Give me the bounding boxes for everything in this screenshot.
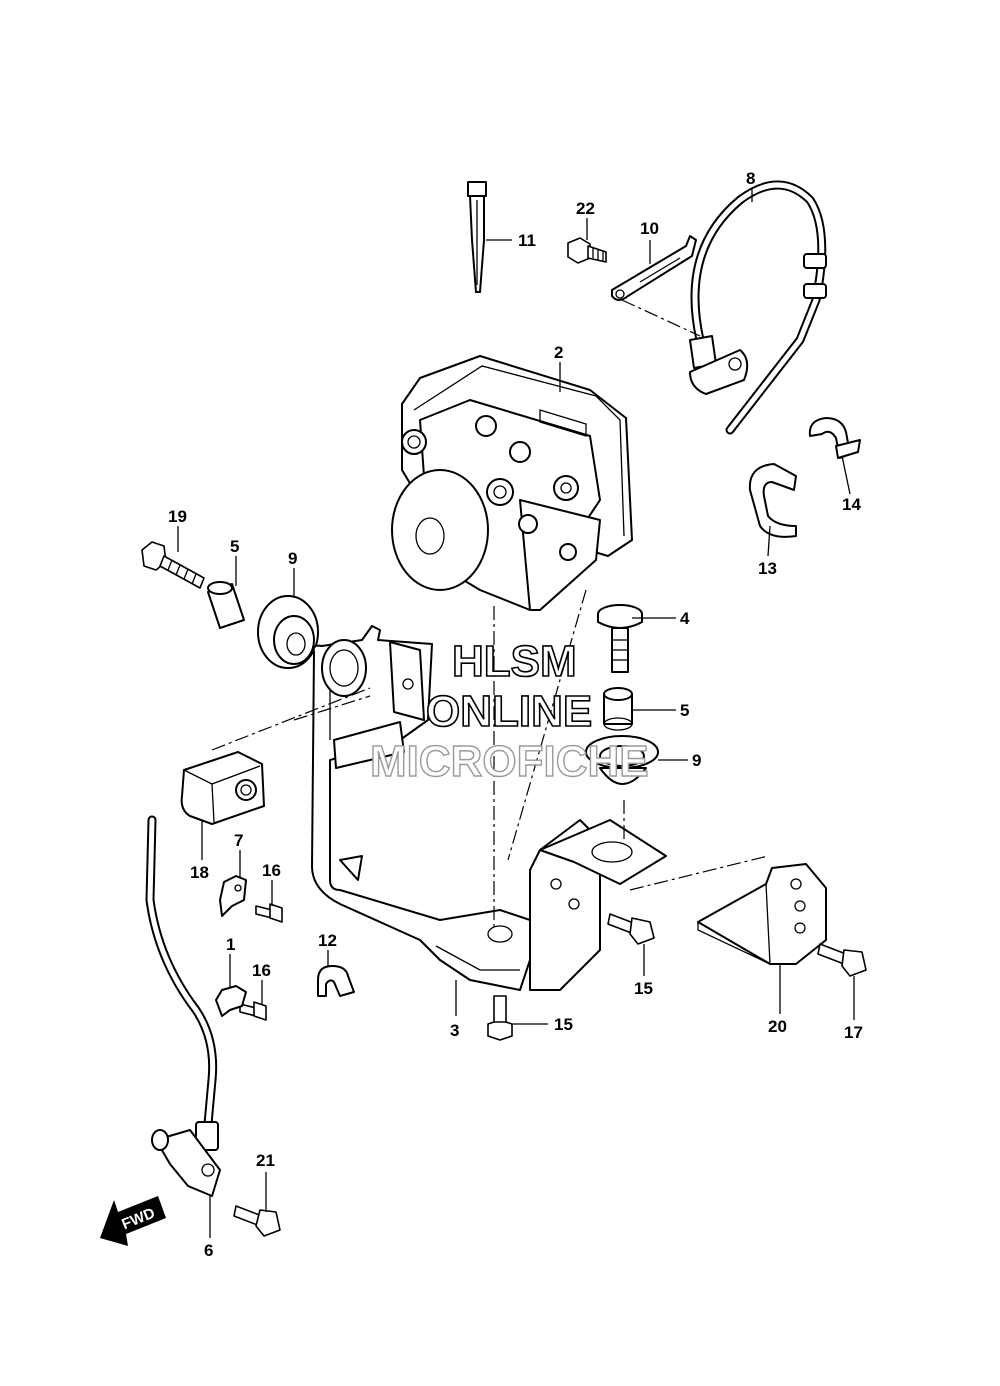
callout-numbers: 11 22 10 8 2 14 13 19 5 9 4 5 9 18 7 16 … — [168, 169, 863, 1260]
part-8-wheel-speed-sensor — [689, 180, 827, 435]
callout-8: 8 — [746, 169, 755, 188]
callout-6: 6 — [204, 1241, 213, 1260]
part-5-collar-right — [603, 687, 633, 731]
callout-11: 11 — [518, 231, 536, 250]
callout-10: 10 — [640, 219, 659, 238]
callout-20: 20 — [768, 1017, 787, 1036]
fwd-arrow-icon: FWD — [100, 1196, 166, 1246]
part-20-bracket — [697, 863, 827, 965]
part-9-grommet-left — [257, 595, 319, 669]
part-15-bolt-right — [607, 913, 655, 945]
callout-7: 7 — [234, 831, 243, 850]
callout-13: 13 — [758, 559, 777, 578]
part-13-clamp — [748, 463, 797, 538]
part-6-wheel-speed-sensor — [145, 815, 221, 1197]
part-11-cable-tie — [467, 181, 487, 293]
callout-1: 1 — [226, 935, 235, 954]
part-9-grommet-right — [585, 735, 659, 785]
part-22-bolt — [567, 237, 607, 264]
callout-15-lower: 15 — [554, 1015, 573, 1034]
part-18-cover — [180, 751, 265, 825]
callout-9-right: 9 — [692, 751, 701, 770]
part-10-bracket — [611, 235, 697, 301]
callout-3: 3 — [450, 1021, 459, 1040]
alignment-lines — [211, 299, 769, 930]
watermark-line-2: ONLINE — [426, 687, 592, 736]
callout-14: 14 — [842, 495, 861, 514]
part-17-bolt — [817, 943, 867, 977]
callout-21: 21 — [256, 1151, 275, 1170]
callout-18: 18 — [190, 863, 209, 882]
part-12-clamp — [317, 965, 355, 997]
leader-lines — [177, 188, 855, 1238]
callout-12: 12 — [318, 931, 337, 950]
part-2-abs-hydraulic-unit — [391, 355, 633, 611]
callout-16-lower: 16 — [252, 961, 271, 980]
callout-2: 2 — [554, 343, 563, 362]
part-3-mounting-bracket — [311, 625, 667, 991]
part-14-clamp — [808, 417, 861, 459]
callout-15-right: 15 — [634, 979, 653, 998]
part-19-bolt — [141, 541, 205, 589]
callout-5-right: 5 — [680, 701, 689, 720]
callout-19: 19 — [168, 507, 187, 526]
part-21-bolt — [233, 1205, 281, 1237]
part-7-clip — [219, 875, 247, 917]
watermark: HLSM ONLINE MICROFICHE — [369, 636, 649, 787]
callout-22: 22 — [576, 199, 595, 218]
part-16-bolt-lower — [239, 1001, 267, 1021]
part-5-collar-left — [207, 581, 245, 629]
callout-9-left: 9 — [288, 549, 297, 568]
part-4-bolt — [597, 604, 643, 673]
part-1-clip — [215, 985, 247, 1017]
part-15-bolt-lower — [487, 995, 513, 1041]
part-16-bolt-upper — [255, 903, 283, 923]
watermark-line-1: HLSM — [452, 637, 577, 686]
callout-4: 4 — [680, 609, 690, 628]
callout-17: 17 — [844, 1023, 863, 1042]
callout-5-left: 5 — [230, 537, 239, 556]
watermark-line-3: MICROFICHE — [370, 737, 649, 786]
callout-16-upper: 16 — [262, 861, 281, 880]
